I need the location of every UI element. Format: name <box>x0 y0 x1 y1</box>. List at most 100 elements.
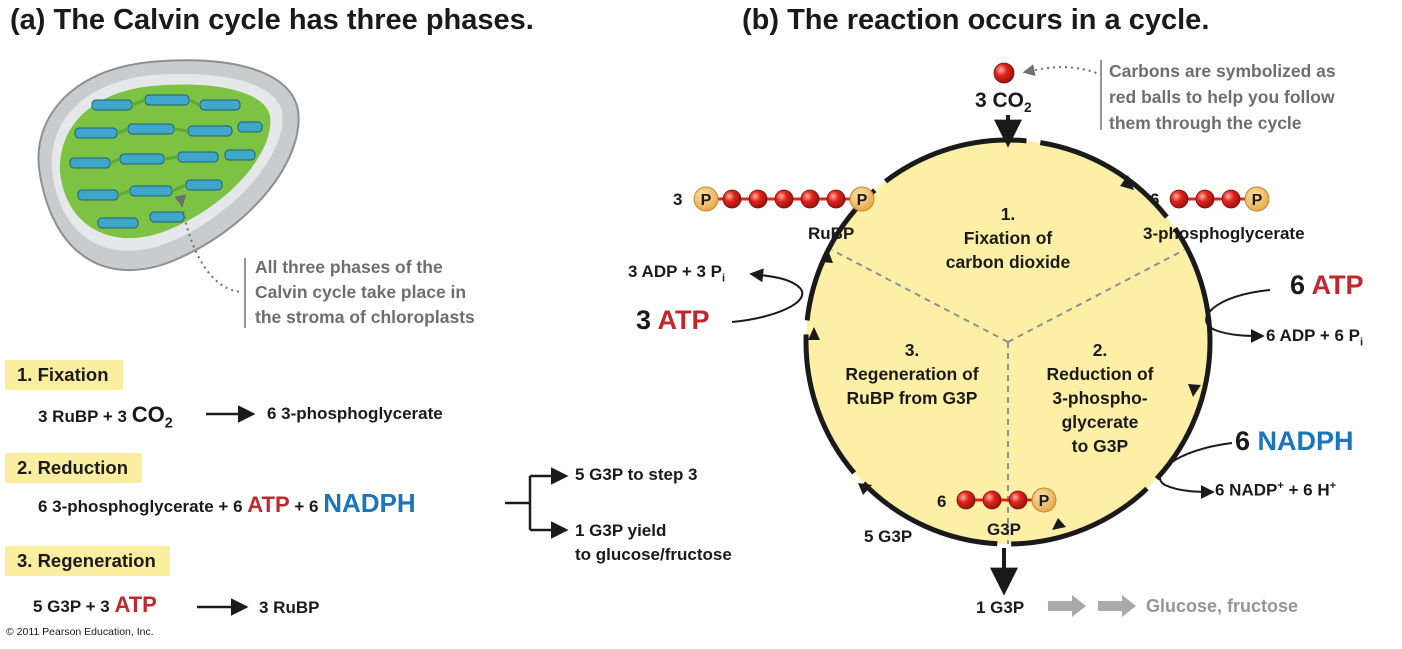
pi-subscript: i <box>722 272 726 285</box>
co2-formula: CO2 <box>131 402 173 431</box>
carbon-ball <box>774 189 794 209</box>
carbon-note-line: red balls to help you follow <box>1109 87 1335 107</box>
one-g3p-output: 1 G3P <box>976 598 1025 617</box>
phase-2-number: 2. <box>1092 340 1108 360</box>
step-1-product: 6 3-phosphoglycerate <box>267 404 443 423</box>
eq-text: 6 3-phosphoglycerate + 6 <box>38 497 248 516</box>
atp-right-arrow <box>1205 289 1271 343</box>
atp-name: ATP <box>1311 270 1364 300</box>
rubp-label: RuBP <box>808 224 855 243</box>
adp-text: 6 ADP + 6 P <box>1266 326 1361 345</box>
phase-2-line: Reduction of <box>1046 364 1154 384</box>
carbon-ball <box>1169 189 1189 209</box>
copyright: © 2011 Pearson Education, Inc. <box>6 626 154 638</box>
pga-molecule: P <box>1169 186 1270 212</box>
g3p-coefficient: 6 <box>937 492 947 511</box>
atp-name: ATP <box>657 305 710 335</box>
eq-text: + 6 <box>289 497 324 516</box>
carbon-ball <box>1195 189 1215 209</box>
atp-input-right: 6 ATP <box>1290 270 1364 301</box>
phase-3-number: 3. <box>904 340 920 360</box>
carbon-ball <box>993 62 1015 84</box>
panel-a-arrows <box>197 405 569 616</box>
phosphate-label: P <box>701 192 712 209</box>
phosphate-ball <box>849 186 875 212</box>
step-3-equation: 5 G3P + 3 ATP <box>33 592 157 618</box>
carbon-note-line: Carbons are symbolized as <box>1109 61 1336 81</box>
co2-input-label: 3 CO2 <box>975 89 1032 115</box>
nadph-coefficient: 6 <box>1235 426 1258 456</box>
co2-subscript: 2 <box>1024 100 1032 116</box>
eq-text: 3 RuBP + 3 <box>38 407 132 426</box>
co2-subscript: 2 <box>164 415 173 432</box>
branch-yield: 1 G3P yield to glucose/fructose <box>575 519 732 567</box>
phase-dividers <box>831 249 1185 544</box>
panel-b-title: (b) The reaction occurs in a cycle. <box>742 4 1210 36</box>
phase-3-label: 3. Regeneration of RuBP from G3P <box>822 338 1002 410</box>
step-3-product: 3 RuBP <box>259 598 320 617</box>
phase-1-number: 1. <box>1000 204 1016 224</box>
carbon-ball <box>722 189 742 209</box>
branch-yield-line: 1 G3P yield <box>575 521 667 540</box>
step-1-header: 1. Fixation <box>5 360 123 390</box>
carbon-ball <box>982 490 1002 510</box>
co2-text: 3 CO <box>975 89 1025 112</box>
co2-carbon <box>993 62 1015 84</box>
phosphate-label: P <box>1039 493 1050 510</box>
nadph-arrow <box>1159 442 1233 499</box>
nadph-term: NADPH <box>323 488 416 518</box>
chloroplast-illustration <box>37 59 300 271</box>
g3p-label: G3P <box>987 520 1022 539</box>
phase-1-line: Fixation of <box>963 228 1053 248</box>
phase-3-line: RuBP from G3P <box>846 388 978 408</box>
nadp-text: 6 NADP <box>1215 480 1278 500</box>
panel-a-title: (a) The Calvin cycle has three phases. <box>10 4 534 36</box>
step-3-header: 3. Regeneration <box>5 546 170 576</box>
nadp-charge: + <box>1277 480 1284 492</box>
carbon-note-line: them through the cycle <box>1109 113 1302 133</box>
phase-2-label: 2. Reduction of 3-phospho- glycerate to … <box>1020 338 1180 458</box>
rubp-coefficient: 3 <box>673 190 683 209</box>
pga-coefficient: 6 <box>1150 190 1160 209</box>
phase-2-line: 3-phospho- <box>1052 388 1148 408</box>
stroma-note-line: the stroma of chloroplasts <box>255 307 475 327</box>
phosphate-ball <box>693 186 719 212</box>
phosphate-label: P <box>1252 192 1263 209</box>
carbon-ball <box>1008 490 1028 510</box>
phase-3-line: Regeneration of <box>845 364 979 384</box>
stroma-note: All three phases of the Calvin cycle tak… <box>255 255 475 330</box>
cycle-direction-arrows <box>808 175 1201 530</box>
co2-text: CO <box>131 402 165 427</box>
atp-coefficient: 6 <box>1290 270 1312 300</box>
branch-to-step-3: 5 G3P to step 3 <box>575 465 698 484</box>
atp-coefficient: 3 <box>636 305 658 335</box>
carbon-ball <box>956 490 976 510</box>
phase-1-label: 1. Fixation of carbon dioxide <box>918 202 1098 274</box>
phase-1-line: carbon dioxide <box>945 252 1071 272</box>
h-text: + 6 H <box>1283 480 1330 500</box>
carbon-ball <box>826 189 846 209</box>
eq-text: 5 G3P + 3 <box>33 597 115 616</box>
atp-input-left: 3 ATP <box>636 305 710 336</box>
carbon-ball <box>748 189 768 209</box>
carbon-ball <box>800 189 820 209</box>
phase-2-line: glycerate <box>1061 412 1139 432</box>
stroma-pointer <box>174 194 243 293</box>
stroma-note-line: All three phases of the <box>255 257 443 277</box>
glucose-fructose-label: Glucose, fructose <box>1146 596 1299 616</box>
h-charge: + <box>1329 480 1337 492</box>
branch-yield-line: to glucose/fructose <box>575 545 732 564</box>
step-1-equation: 3 RuBP + 3 CO2 <box>38 402 173 431</box>
nadp-output: 6 NADP+ + 6 H+ <box>1215 480 1336 501</box>
carbon-ball <box>1221 189 1241 209</box>
atp-term: ATP <box>247 492 290 517</box>
nadph-name: NADPH <box>1257 426 1354 456</box>
g3p-molecule: P <box>956 487 1057 513</box>
phosphate-ball <box>1031 487 1057 513</box>
step-2-equation: 6 3-phosphoglycerate + 6 ATP + 6 NADPH <box>38 488 416 519</box>
carbon-note: Carbons are symbolized as red balls to h… <box>1109 58 1336 136</box>
stroma-note-line: Calvin cycle take place in <box>255 282 467 302</box>
glucose-arrows <box>1048 595 1136 617</box>
